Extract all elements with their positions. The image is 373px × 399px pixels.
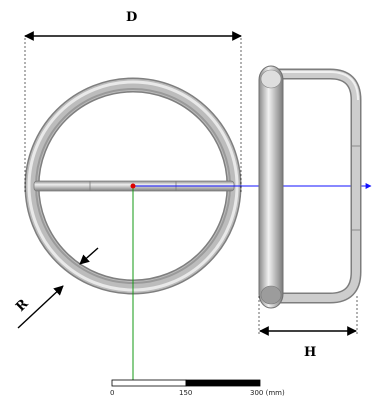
dimension-d: [24, 31, 242, 192]
scale-tick-150: 150: [179, 389, 192, 397]
scale-bar: [111, 379, 261, 387]
scale-tick-0: 0: [110, 389, 114, 397]
origin-marker: [130, 183, 136, 189]
dimension-r: [17, 247, 99, 329]
side-view: [258, 65, 362, 309]
label-d: D: [126, 10, 137, 25]
scale-tick-300: 300 (mm): [250, 389, 285, 397]
label-h: H: [304, 345, 316, 360]
dimension-h: [258, 296, 358, 336]
label-r: R: [13, 296, 31, 314]
